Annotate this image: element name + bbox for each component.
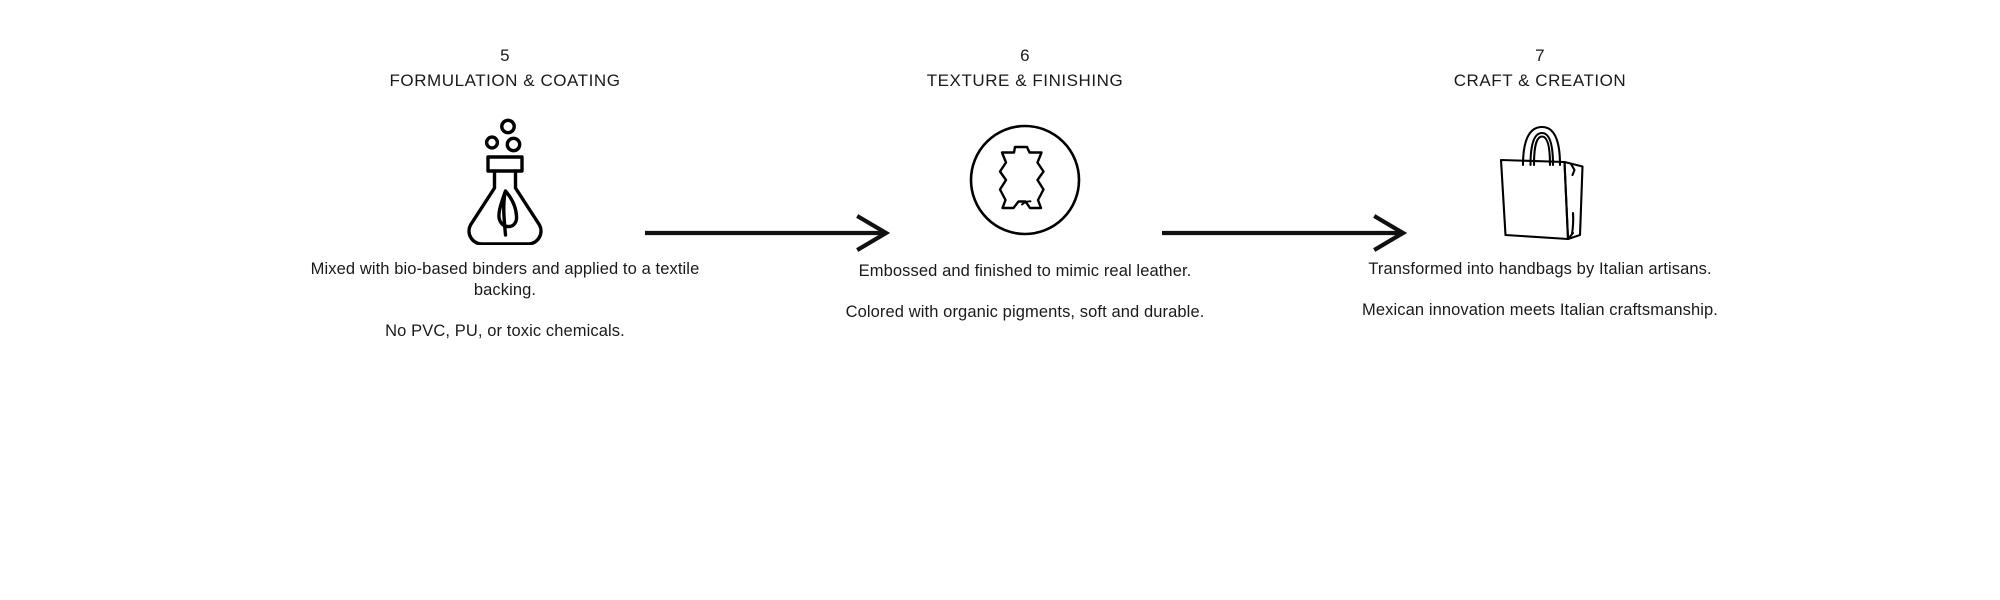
step-title: FORMULATION & COATING (389, 71, 621, 90)
hide-detail-mark (1021, 199, 1032, 205)
bag-front-panel (1499, 158, 1570, 240)
step-description: Mixed with bio-based binders and applied… (295, 259, 715, 341)
step-paragraph: Embossed and finished to mimic real leat… (858, 262, 1192, 280)
step-icon (1330, 112, 1750, 247)
step-paragraph: Colored with organic pigments, soft and … (845, 302, 1205, 321)
step-paragraph: Mixed with bio-based binders and applied… (310, 260, 700, 299)
bubble-left-icon (484, 134, 500, 150)
step-number: 5 (500, 46, 510, 65)
handle-outer-left (1521, 125, 1562, 166)
step-number: 6 (1020, 46, 1030, 65)
gusset-fold-bottom (1566, 231, 1575, 240)
arrow-right-icon (645, 214, 890, 252)
step-description: Embossed and finished to mimic real leat… (815, 261, 1235, 322)
step-icon (815, 112, 1235, 247)
gusset-fold-top (1569, 162, 1576, 176)
flask-body-icon (467, 168, 543, 245)
step-paragraph: Mexican innovation meets Italian craftsm… (1362, 301, 1718, 320)
handle-inner-left (1529, 131, 1555, 166)
bubble-top-icon (500, 118, 516, 134)
step-paragraph: Transformed into handbags by Italian art… (1368, 260, 1712, 278)
bag-side-gusset (1563, 160, 1584, 240)
leather-hide-circle-icon (969, 124, 1081, 235)
step-description: Transformed into handbags by Italian art… (1330, 259, 1750, 321)
handle-inner-right (1532, 134, 1552, 166)
step-header: 6 TEXTURE & FINISHING (815, 44, 1235, 93)
circle-outline (969, 124, 1081, 235)
bubble-right-icon (505, 136, 522, 152)
step-title: CRAFT & CREATION (1453, 71, 1627, 90)
flow-arrow-1 (645, 214, 890, 252)
hide-outline (998, 145, 1045, 209)
process-step-7: 7 CRAFT & CREATION Transformed into hand… (1330, 0, 1750, 600)
flask-cap-icon (486, 154, 524, 173)
step-icon (295, 112, 715, 247)
process-step-5: 5 FORMULATION & COATING Mixed with bio-b… (295, 0, 715, 600)
bag-front-edge (1563, 160, 1570, 240)
step-number: 7 (1535, 46, 1545, 65)
arrow-head (1373, 214, 1407, 252)
step-header: 7 CRAFT & CREATION (1330, 44, 1750, 93)
flask-leaf-icon (467, 118, 543, 245)
arrow-right-icon (1162, 214, 1407, 252)
arrow-head (856, 214, 890, 252)
gusset-fold-crease (1570, 211, 1575, 235)
process-step-6: 6 TEXTURE & FINISHING Embossed and finis… (815, 0, 1235, 600)
step-header: 5 FORMULATION & COATING (295, 44, 715, 93)
flow-arrow-2 (1162, 214, 1407, 252)
leaf-icon (497, 188, 519, 237)
step-paragraph: No PVC, PU, or toxic chemicals. (385, 321, 625, 340)
handbag-icon (1499, 125, 1584, 240)
step-title: TEXTURE & FINISHING (926, 71, 1124, 90)
